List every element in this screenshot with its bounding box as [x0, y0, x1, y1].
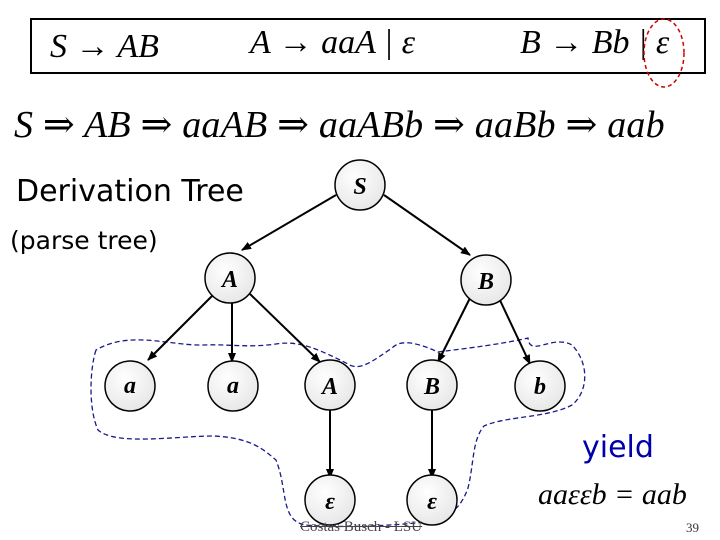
grammar-box: S → AB A → aaA | ε B → Bb | ε [30, 18, 706, 74]
yield-label: yield [582, 430, 654, 465]
node-label-b-leaf: b [534, 374, 546, 400]
diagram-subtitle: (parse tree) [10, 226, 158, 255]
tree-node-s [334, 159, 386, 211]
node-label-s: S [353, 174, 366, 200]
node-label-b-inner: B [423, 374, 440, 400]
tree-node-a-inner [304, 359, 356, 411]
rule-s: S → AB [50, 28, 159, 65]
tree-node-epsilon-1 [304, 474, 356, 526]
footer-credit: Costas Busch - LSU [300, 519, 423, 535]
node-label-a-leaf-1: a [124, 373, 136, 399]
tree-node-a [204, 252, 256, 304]
yield-outline [90, 337, 586, 528]
page-number: 39 [686, 520, 699, 535]
tree-node-b-inner [406, 359, 458, 411]
node-label-a-leaf-2: a [227, 373, 239, 399]
epsilon-highlight [643, 18, 685, 88]
diagram-title: Derivation Tree [16, 174, 244, 209]
node-label-a: A [220, 267, 238, 293]
node-label-a-inner: A [320, 374, 338, 400]
tree-node-a-leaf-1 [104, 360, 156, 412]
tree-node-b-leaf [514, 360, 566, 412]
rule-b: B → Bb | ε [520, 26, 669, 60]
node-label-epsilon-2: ε [427, 489, 437, 515]
node-label-b: B [477, 269, 494, 295]
derivation-sequence: S ⇒ AB ⇒ aaAB ⇒ aaABb ⇒ aaBb ⇒ aab [14, 104, 665, 146]
yield-equation: aaεεb = aab [538, 478, 687, 511]
rule-b-epsilon: ε [655, 24, 670, 61]
rule-b-prefix: B → Bb | [520, 24, 656, 61]
rule-a: A → aaA | ε [250, 24, 416, 61]
tree-node-epsilon-2 [406, 474, 458, 526]
tree-node-b [460, 254, 512, 306]
node-label-epsilon-1: ε [325, 489, 335, 515]
tree-node-a-leaf-2 [207, 360, 259, 412]
